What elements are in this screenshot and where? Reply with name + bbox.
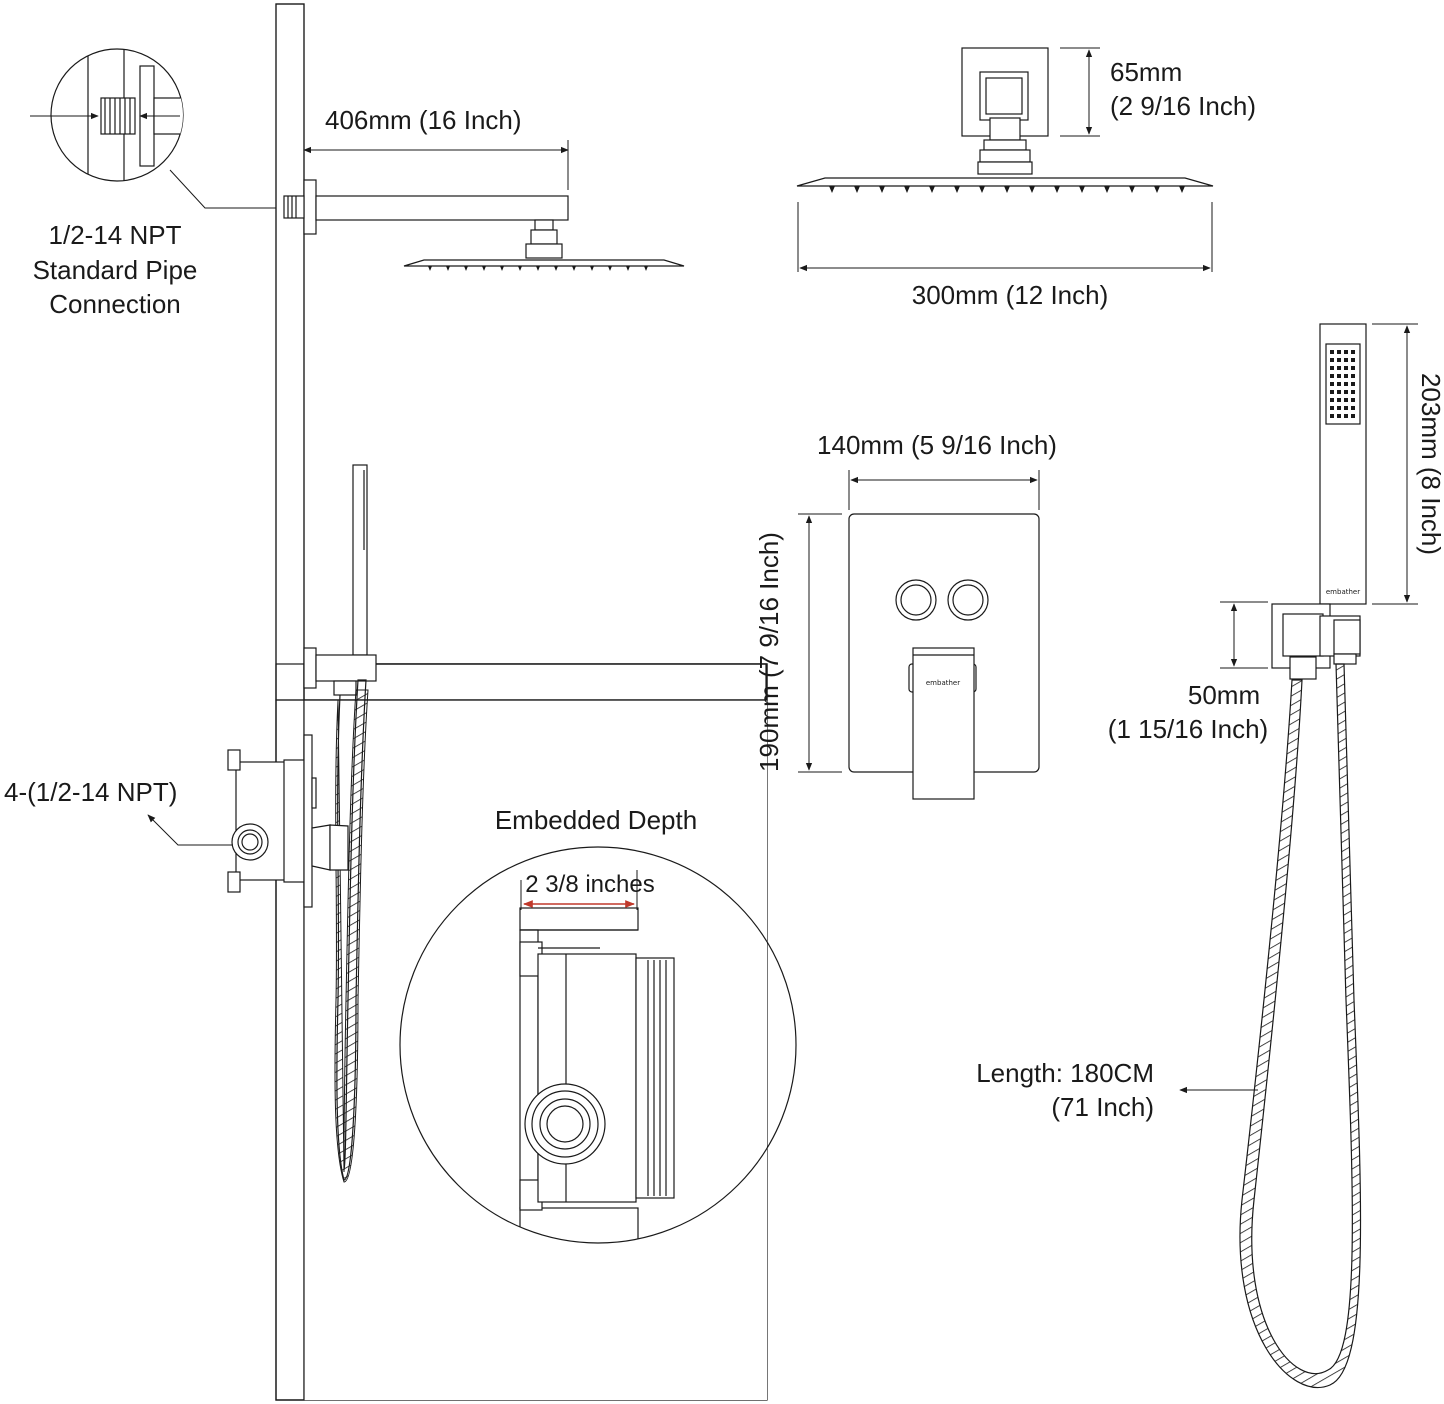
valve-side-view <box>227 734 349 908</box>
shower-arm-side-view <box>283 179 685 271</box>
function-button-left <box>895 579 937 621</box>
handheld-side-view <box>303 464 377 1183</box>
valve-ports-label: 4-(1/2-14 NPT) <box>4 777 177 807</box>
head-height-dimension: 65mm (2 9/16 Inch) <box>1060 47 1256 137</box>
function-button-right <box>947 579 989 621</box>
handheld-nozzle-grid <box>1330 350 1355 418</box>
head-height-label-line2: (2 9/16 Inch) <box>1110 91 1256 121</box>
rain-shower-head-front <box>796 47 1214 193</box>
pipe-connection-label-line1: 1/2-14 NPT <box>49 220 182 250</box>
hose-length-label-line1: Length: 180CM <box>976 1058 1154 1088</box>
handheld-hose-front <box>1239 663 1362 1388</box>
head-width-label: 300mm (12 Inch) <box>912 280 1109 310</box>
floor-hatch <box>275 663 767 701</box>
pipe-connection-label-line2: Standard Pipe <box>33 255 198 285</box>
pipe-connection-label-line3: Connection <box>49 289 181 319</box>
holder-height-label-line2: (1 15/16 Inch) <box>1108 714 1268 744</box>
handheld-brand-text: embather <box>1326 588 1360 596</box>
pipe-connection-detail <box>30 48 276 209</box>
handheld-shower-front: embather <box>1271 323 1367 680</box>
handheld-length-dimension: 203mm (8 Inch) <box>1372 323 1444 605</box>
embedded-depth-label: 2 3/8 inches <box>525 871 654 898</box>
handheld-length-label: 203mm (8 Inch) <box>1416 373 1444 555</box>
plate-width-label: 140mm (5 9/16 Inch) <box>817 430 1057 460</box>
plate-width-dimension: 140mm (5 9/16 Inch) <box>817 430 1057 510</box>
wall-hatch <box>275 3 305 1401</box>
holder-height-dimension: 50mm (1 15/16 Inch) <box>1108 601 1268 744</box>
plate-height-label: 190mm (7 9/16 Inch) <box>754 532 784 772</box>
valve-ports-callout: 4-(1/2-14 NPT) <box>4 777 233 846</box>
side-head-nozzles <box>428 266 648 271</box>
hose-length-callout: Length: 180CM (71 Inch) <box>976 1058 1258 1122</box>
handle-brand-text: embather <box>926 679 960 687</box>
head-width-dimension: 300mm (12 Inch) <box>797 202 1213 310</box>
hose-length-label-line2: (71 Inch) <box>1051 1092 1154 1122</box>
plate-height-dimension: 190mm (7 9/16 Inch) <box>754 513 842 773</box>
arm-length-dimension: 406mm (16 Inch) <box>303 105 569 190</box>
holder-height-label-line1: 50mm <box>1188 680 1260 710</box>
embedded-depth-title: Embedded Depth <box>495 805 697 835</box>
head-height-label-line1: 65mm <box>1110 57 1182 87</box>
embedded-depth-detail: 2 3/8 inches <box>399 846 797 1244</box>
valve-trim-plate-front: embather <box>848 513 1040 800</box>
arm-length-label: 406mm (16 Inch) <box>325 105 522 135</box>
valve-handle <box>912 647 975 800</box>
